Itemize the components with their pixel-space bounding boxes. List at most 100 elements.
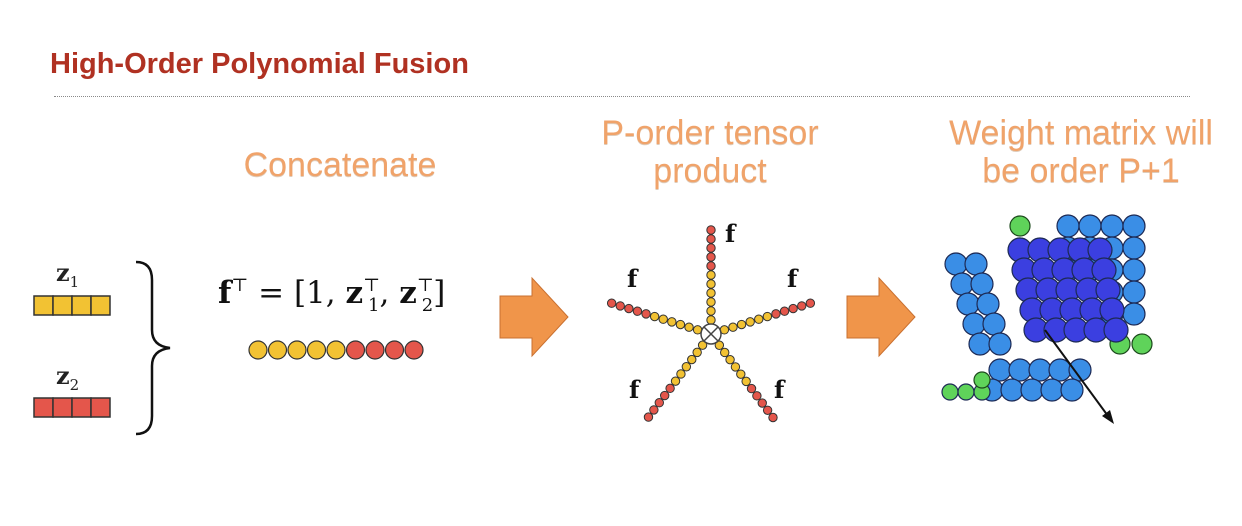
weight-sphere [1122,280,1146,304]
branch-label-top: f [725,219,737,248]
weight-sphere [1020,378,1044,402]
weight-sphere [1122,236,1146,260]
tensor-bead [684,322,694,332]
tensor-bead [641,309,651,319]
tensor-bead [714,340,725,350]
weight-sphere [1056,214,1080,238]
weight-sphere [1122,258,1146,282]
branch-label-lower-left: f [629,375,641,404]
weight-sphere [1131,333,1153,355]
tensor-bead [754,314,764,324]
tensor-bead [771,309,781,319]
weight-sphere [962,312,986,336]
z1-label: z1 [56,258,79,291]
weight-sphere [1000,378,1024,402]
tensor-bead [788,303,798,314]
tensor-bead [675,319,686,330]
weight-matrix-heading: Weight matrix will be order P+1 [925,114,1237,190]
tensor-bead [667,317,677,327]
concatenate-heading: Concatenate [230,146,450,184]
tensor-product-icon [700,323,722,345]
weight-sphere [973,371,991,389]
vector-bead [326,340,346,360]
vector-bead [287,340,307,360]
right-arrow-icon [846,276,916,358]
weight-tensor-illustration [941,214,1153,424]
weight-sphere [1060,378,1084,402]
tensor-bead [658,314,668,324]
tensor-bead [746,383,757,394]
tensor-bead [687,354,697,365]
weight-sphere [1068,358,1092,382]
tensor-bead [757,398,767,408]
tensor-bead [725,354,735,365]
tensor-bead [649,311,660,322]
tensor-bead [736,319,747,330]
vector-bead [306,340,327,360]
tensor-bead [654,398,664,408]
weight-sphere [964,252,988,276]
branch-label-lower-right: f [774,375,786,404]
order-direction-arrow [1044,329,1109,417]
tensor-heading-line1: P-order tensor [601,114,819,152]
tensor-bead [706,243,716,253]
tensor-bead [762,311,773,322]
weight-sphere [1122,302,1146,326]
vector-bead [365,340,385,360]
tensor-bead [706,288,716,298]
tensor-bead [697,340,708,350]
tensor-bead [676,369,686,379]
weight-sphere [1040,378,1064,402]
branch-label-upper-left: f [627,264,639,293]
tensor-bead [752,391,762,401]
tensor-bead [706,270,716,280]
weight-sphere [1103,317,1129,343]
tensor-bead [706,306,716,316]
z2-vector [33,397,111,418]
weight-sphere [1008,358,1032,382]
tensor-bead [615,301,625,311]
right-arrow-icon [499,276,569,358]
weight-sphere [988,358,1012,382]
weight-sphere [1078,214,1102,238]
weight-sphere [941,383,959,401]
vector-bead [384,340,405,360]
tensor-product-heading: P-order tensor product [560,114,860,190]
weight-sphere [968,332,992,356]
concatenate-label: Concatenate [243,146,437,184]
weight-sphere [982,312,1006,336]
tensor-bead [762,405,773,415]
branch-label-upper-right: f [787,264,799,293]
tensor-bead [706,234,716,244]
tensor-bead [728,322,738,332]
tensor-bead [730,362,741,372]
weight-sphere [1028,358,1052,382]
tensor-bead [632,306,643,316]
tensor-bead [706,279,716,289]
tensor-bead [779,306,790,316]
z1-input: z1 [33,258,111,316]
tensor-bead [745,317,755,327]
weight-sphere [944,252,968,276]
concat-equation: f⊤ = [1, z⊤1, z⊤2] [218,275,445,316]
tensor-bead [720,347,730,358]
tensor-bead [692,347,702,358]
tensor-bead [681,362,692,372]
weight-sphere [950,272,974,296]
z1-vector [33,295,111,316]
weight-sphere [1100,214,1124,238]
weight-sphere [1122,214,1146,238]
tensor-bead [706,297,716,307]
z2-label: z2 [56,361,79,394]
arrowhead-icon [1102,410,1114,424]
tensor-bead [736,369,746,379]
tensor-bead [606,298,617,308]
weight-sphere [956,292,980,316]
weight-heading-line2: be order P+1 [982,152,1180,190]
tensor-heading-line2: product [653,152,767,190]
branch-labels: f f f f f [627,219,799,404]
tensor-bead [659,390,670,401]
tensor-bead [805,298,816,308]
vector-bead [248,340,268,360]
tensor-bead [706,252,716,262]
